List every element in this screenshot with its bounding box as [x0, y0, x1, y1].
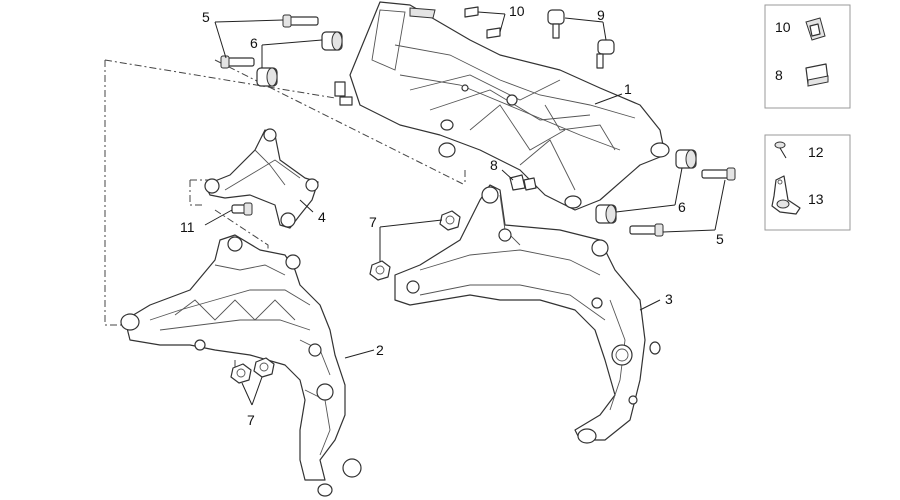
callout-10: 10 [509, 3, 525, 19]
callout-9: 9 [597, 7, 605, 23]
spacer-icon [321, 31, 343, 51]
left-bracket-part-2 [120, 234, 362, 497]
callout-4: 4 [318, 209, 326, 225]
clip-icon [464, 6, 501, 39]
nut-icon [369, 260, 391, 281]
screw-icon [774, 141, 787, 159]
bolt-icon [701, 167, 736, 181]
callout-6-top: 6 [250, 35, 258, 51]
small-bracket-part-4 [204, 128, 319, 229]
spacer-icon [595, 204, 617, 224]
inset-label-13: 13 [808, 191, 824, 207]
rubber-mount-icon [596, 39, 615, 69]
bolt-icon [629, 223, 664, 237]
callouts: 5 6 10 9 1 8 6 5 7 4 11 2 3 7 [180, 3, 724, 428]
inset-box-bottom: 12 13 [764, 134, 851, 231]
main-frame-part-1 [334, 1, 670, 211]
nut-icon [439, 210, 461, 231]
callout-1: 1 [624, 81, 632, 97]
inset-label-10: 10 [775, 19, 791, 35]
spacer-icon [675, 149, 697, 169]
inset-label-8: 8 [775, 67, 783, 83]
callout-8: 8 [490, 157, 498, 173]
inset-box-top: 10 8 [764, 4, 851, 109]
bracket-clip-icon [771, 175, 801, 215]
spacer-icon [256, 67, 278, 87]
bolt-icon [282, 14, 319, 28]
bolt-icon [231, 202, 253, 216]
right-bracket-part-3 [394, 184, 661, 444]
rubber-mount-icon [547, 9, 565, 39]
nut-icon [253, 357, 275, 378]
callout-7-bottom: 7 [247, 412, 255, 428]
callout-3: 3 [665, 291, 673, 307]
callout-7-right: 7 [369, 214, 377, 230]
fasteners [220, 6, 736, 384]
callout-2: 2 [376, 342, 384, 358]
nut-icon [230, 363, 252, 384]
callout-11: 11 [180, 219, 195, 235]
clip-icon [509, 174, 537, 191]
callout-6-right: 6 [678, 199, 686, 215]
clip-icon [805, 63, 829, 87]
callout-5-top: 5 [202, 9, 210, 25]
clip-icon [805, 17, 826, 41]
inset-label-12: 12 [808, 144, 824, 160]
leader-lines [204, 11, 726, 406]
callout-5-right: 5 [716, 231, 724, 247]
